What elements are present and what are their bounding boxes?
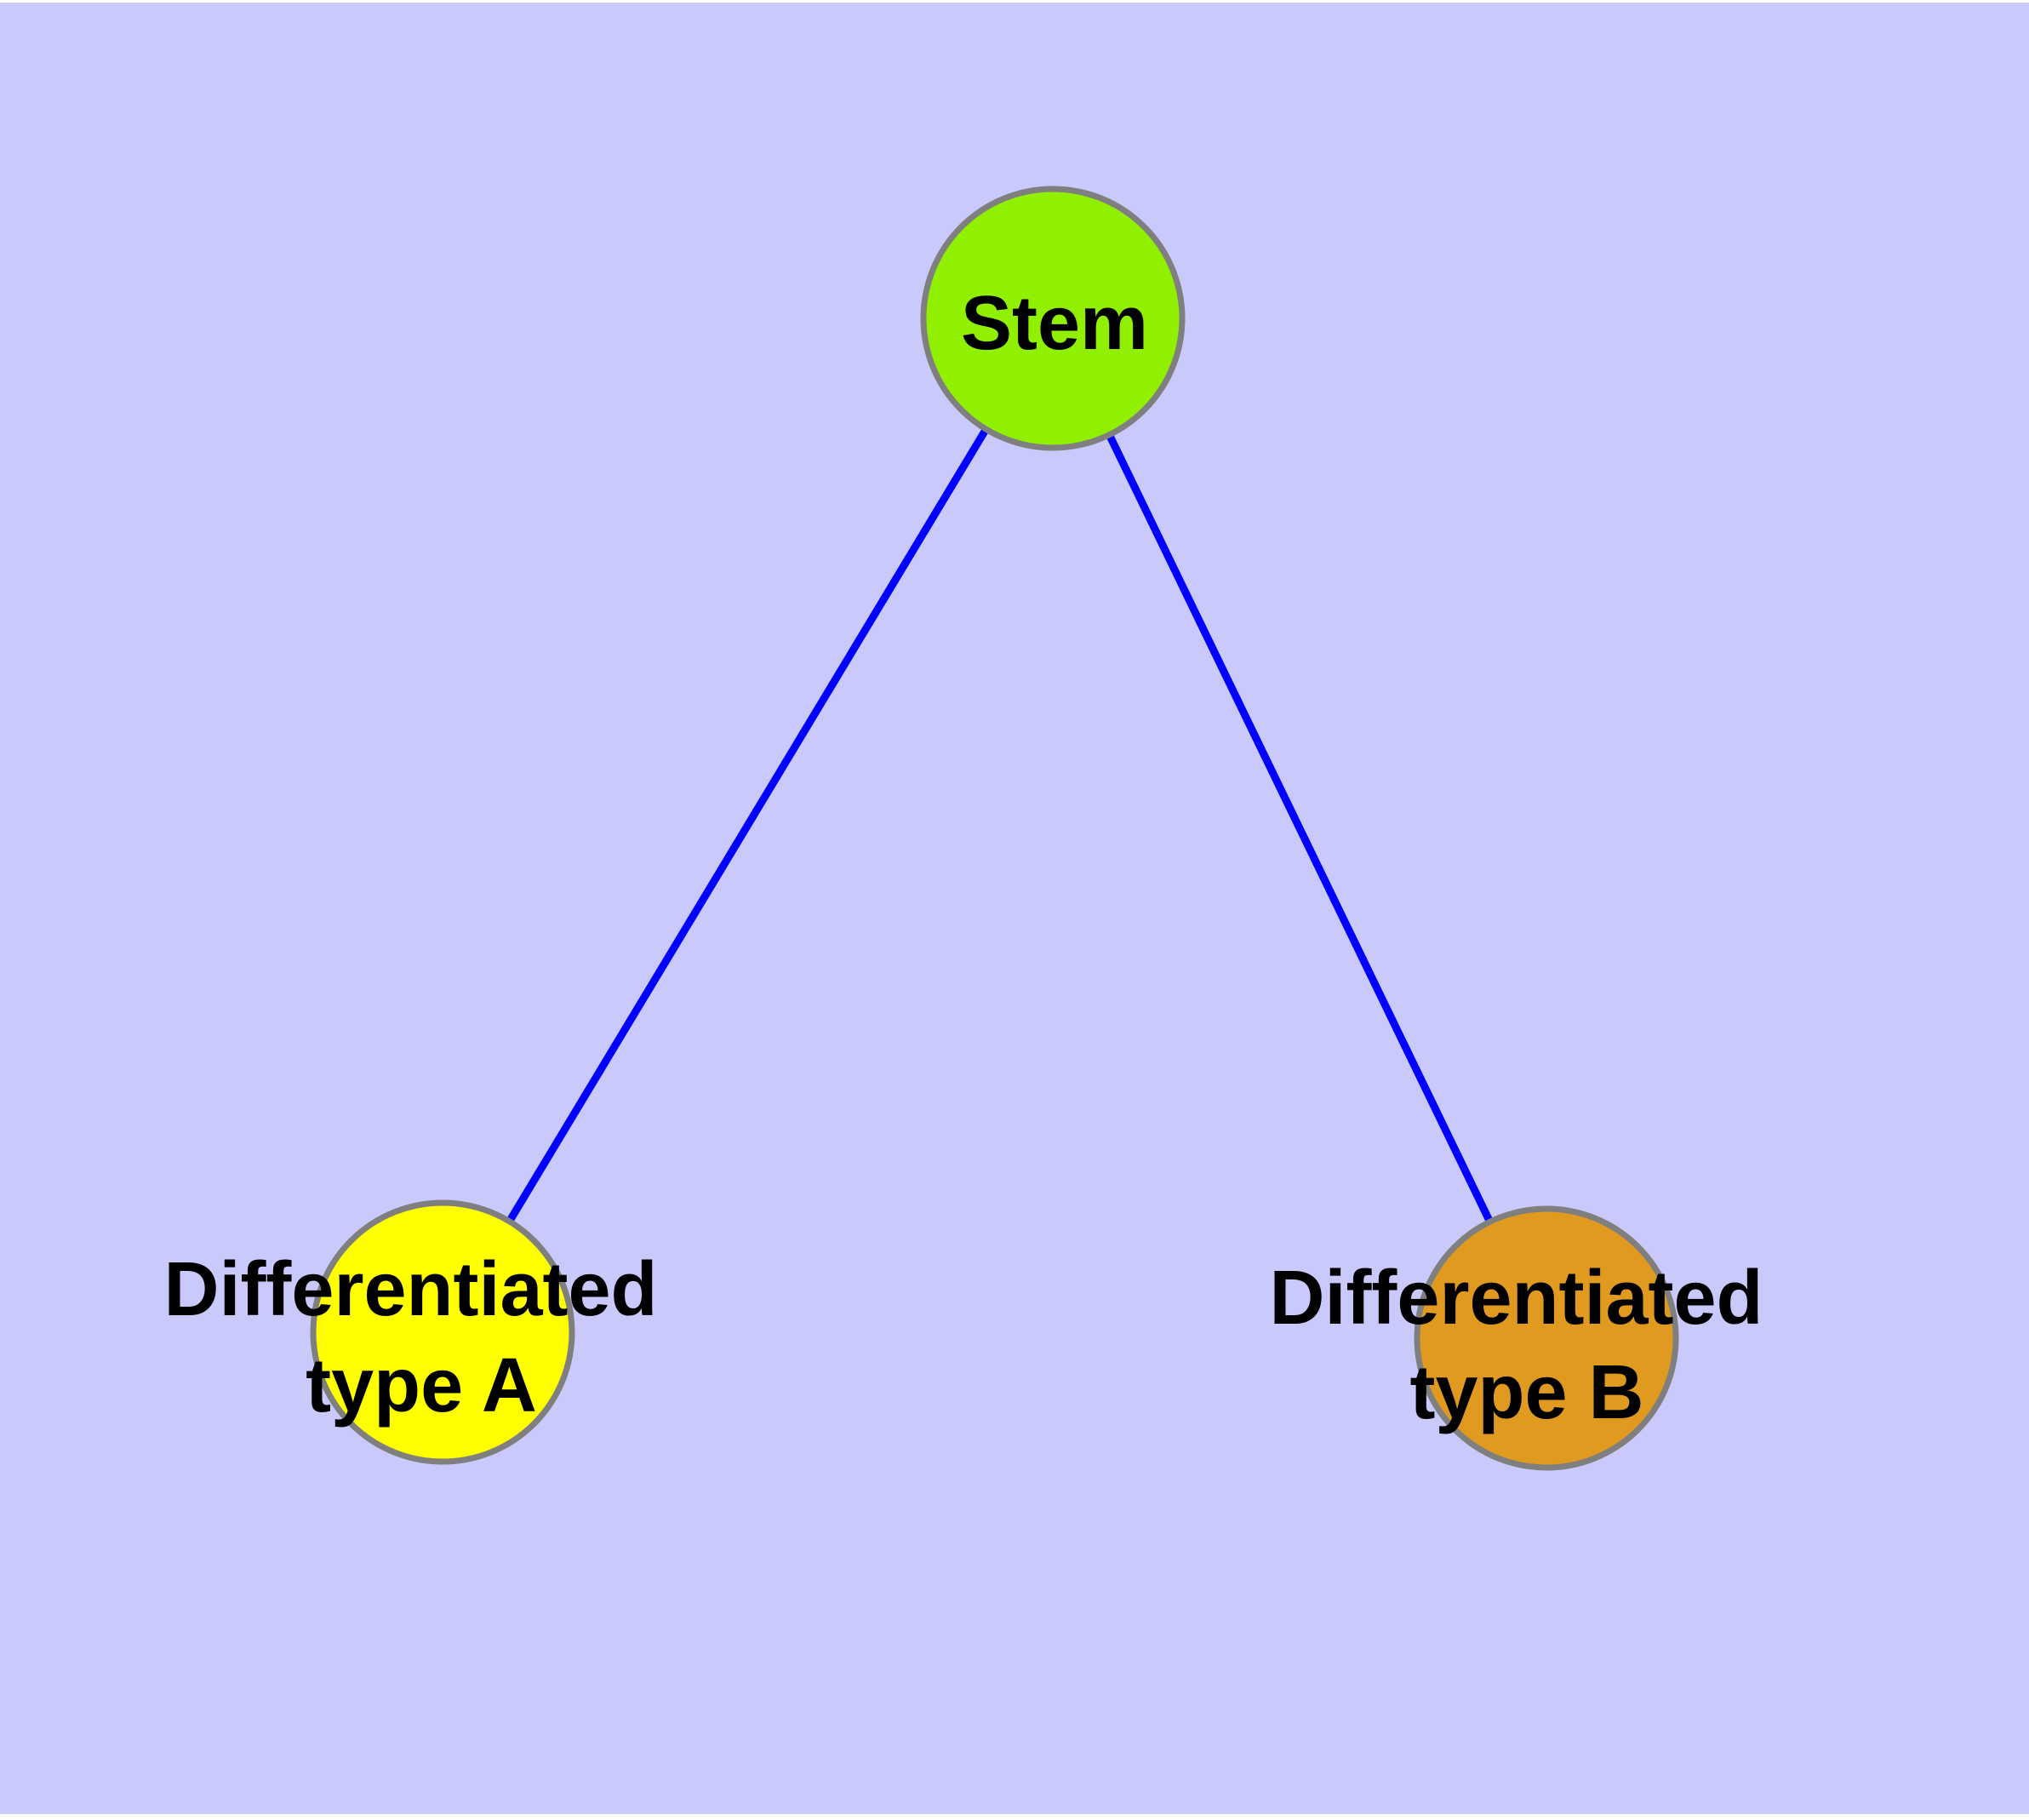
stem-node-circle [920, 186, 1186, 451]
edge-stem-to-type-a [506, 426, 990, 1225]
type-b-node-label: Differentiated type B [1269, 1256, 1784, 1435]
node-stem: Stem [920, 186, 1186, 451]
type-a-node-circle [310, 1199, 575, 1465]
type-b-label-line-1: Differentiated [1269, 1256, 1763, 1341]
type-b-node-circle [1414, 1205, 1679, 1471]
node-differentiated-type-a: Differentiated type A [163, 1199, 678, 1465]
type-a-label-line-2: type A [306, 1343, 537, 1428]
node-differentiated-type-b: Differentiated type B [1269, 1205, 1784, 1471]
edge-stem-to-type-b [1106, 432, 1494, 1225]
edges-layer [506, 426, 1494, 1225]
stem-node-label: Stem [961, 281, 1148, 366]
type-a-node-label: Differentiated type A [163, 1247, 678, 1428]
type-b-label-line-2: type B [1409, 1350, 1643, 1435]
type-a-label-line-1: Differentiated [163, 1247, 657, 1332]
